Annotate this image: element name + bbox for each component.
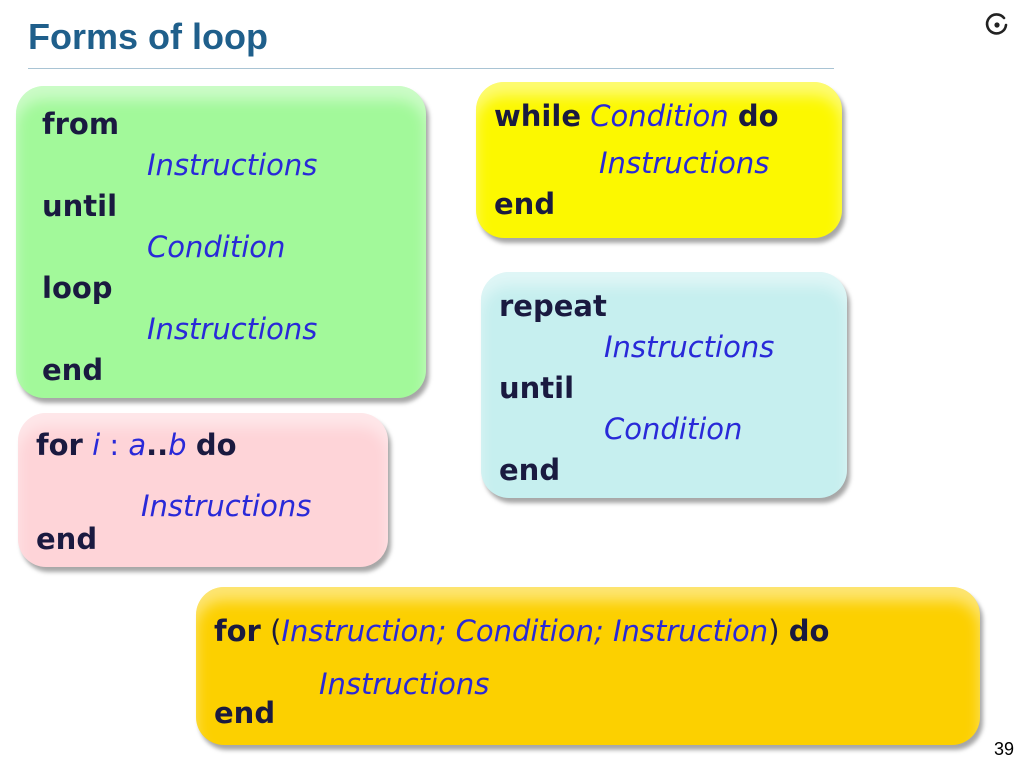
instructions-line: Instructions (36, 486, 388, 527)
for-range-loop-box: for i : a..b do Instructions end (18, 413, 388, 567)
body-instructions-line: Instructions (42, 309, 426, 350)
until-line: until (499, 368, 847, 409)
keyword-loop: loop (42, 271, 113, 305)
placeholder-condition: Condition (147, 230, 286, 264)
end-line: end (214, 693, 980, 734)
instructions-line: Instructions (499, 327, 847, 368)
range-dots: .. (146, 428, 169, 462)
colon: : (109, 428, 120, 462)
keyword-end: end (42, 353, 104, 387)
placeholder-instructions: Instructions (141, 489, 312, 523)
while-line: while Condition do (494, 96, 842, 137)
placeholder-instructions: Instructions (147, 312, 318, 346)
repeat-loop-box: repeat Instructions until Condition end (481, 272, 847, 498)
end-line: end (499, 450, 847, 491)
keyword-for: for (214, 614, 261, 648)
loop-line: loop (42, 268, 426, 309)
keyword-do: do (737, 99, 779, 133)
loop-header-clauses: Instruction; Condition; Instruction (281, 614, 769, 648)
keyword-repeat: repeat (499, 289, 607, 323)
keyword-do: do (195, 428, 237, 462)
keyword-end: end (494, 187, 556, 221)
loop-variable: i (92, 428, 101, 462)
keyword-do: do (788, 614, 830, 648)
repeat-line: repeat (499, 286, 847, 327)
for-c-style-loop-box: for (Instruction; Condition; Instruction… (196, 587, 980, 745)
placeholder-condition: Condition (590, 99, 729, 133)
placeholder-instructions: Instructions (599, 146, 770, 180)
condition-line: Condition (42, 227, 426, 268)
placeholder-instructions: Instructions (147, 148, 318, 182)
for-range-header-line: for i : a..b do (36, 425, 388, 466)
slide-number: 39 (993, 739, 1014, 759)
for-c-header-line: for (Instruction; Condition; Instruction… (214, 611, 980, 652)
from-line: from (42, 104, 426, 145)
init-instructions-line: Instructions (42, 145, 426, 186)
range-upper: b (168, 428, 187, 462)
keyword-end: end (499, 453, 561, 487)
end-line: end (494, 184, 842, 225)
keyword-for: for (36, 428, 83, 462)
placeholder-condition: Condition (604, 412, 743, 446)
while-loop-box: while Condition do Instructions end (476, 82, 842, 238)
end-line: end (42, 350, 426, 391)
range-lower: a (128, 428, 147, 462)
open-paren: ( (270, 614, 282, 648)
from-loop-box: from Instructions until Condition loop I… (16, 86, 426, 398)
until-line: until (42, 186, 426, 227)
close-paren: ) (768, 614, 780, 648)
placeholder-instructions: Instructions (319, 667, 490, 701)
condition-line: Condition (499, 409, 847, 450)
keyword-until: until (42, 189, 118, 223)
keyword-from: from (42, 107, 120, 141)
keyword-until: until (499, 371, 575, 405)
keyword-while: while (494, 99, 581, 133)
placeholder-instructions: Instructions (604, 330, 775, 364)
title-divider (28, 68, 834, 69)
eiffel-logo-icon (985, 13, 1008, 35)
keyword-end: end (214, 696, 276, 730)
instructions-line: Instructions (214, 664, 980, 705)
keyword-end: end (36, 522, 98, 556)
instructions-line: Instructions (494, 143, 842, 184)
end-line: end (36, 519, 388, 560)
slide-title: Forms of loop (28, 16, 268, 57)
